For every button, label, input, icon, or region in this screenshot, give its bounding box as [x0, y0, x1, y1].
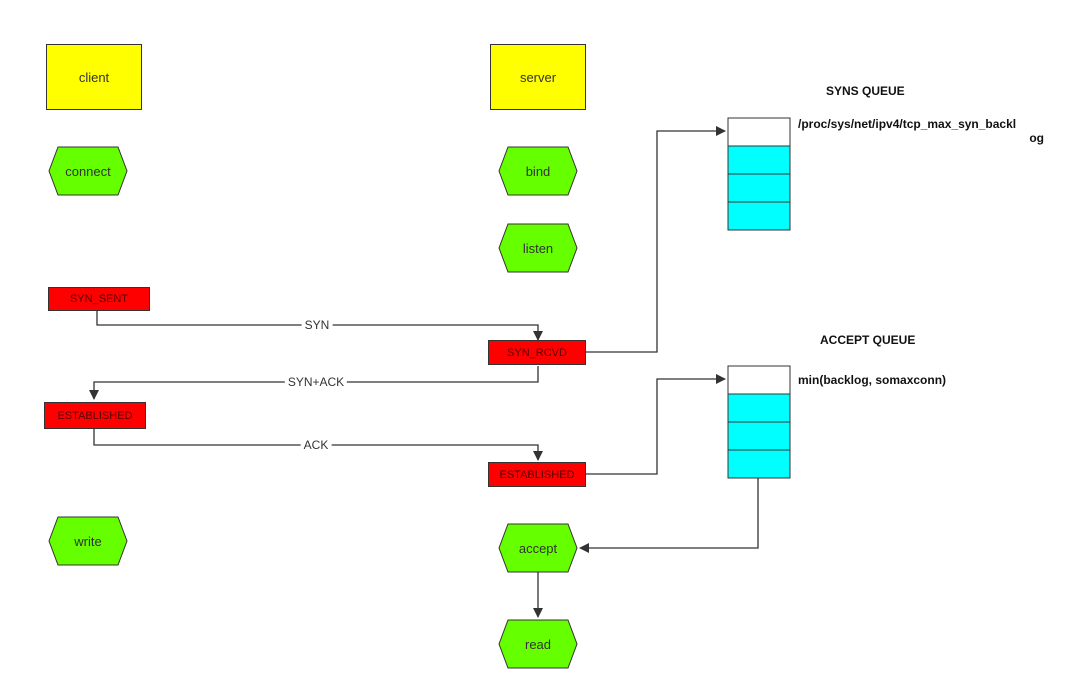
edge-label-syn-ack: SYN+ACK [284, 375, 348, 389]
syns-queue-slot-4-filled [727, 201, 791, 231]
syns-queue-title: SYNS QUEUE [826, 84, 905, 98]
established-to-accept-queue-arrow [586, 374, 726, 475]
connect-node: connect [48, 146, 128, 196]
accept-node: accept [498, 523, 578, 573]
listen-node: listen [498, 223, 578, 273]
edge-label-syn: SYN [301, 318, 333, 332]
syn-rcvd-state: SYN_RCVD [488, 340, 586, 365]
syn-sent-state: SYN_SENT [48, 287, 150, 311]
accept-queue [727, 365, 791, 479]
accept-queue-slot-4-filled [727, 449, 791, 479]
syns-queue-slot-2-filled [727, 145, 791, 175]
bind-label: bind [525, 163, 551, 179]
write-label: write [74, 533, 102, 549]
syn-rcvd-to-syns-queue-arrow [586, 126, 726, 353]
accept-queue-slot-2-filled [727, 393, 791, 423]
syns-queue-slot-1-empty [727, 117, 791, 147]
accept-label: accept [518, 540, 558, 556]
accept-queue-to-accept-arrow [579, 478, 759, 553]
read-label: read [524, 636, 552, 652]
accept-queue-slot-3-filled [727, 421, 791, 451]
edge-label-ack: ACK [300, 438, 332, 452]
bind-node: bind [498, 146, 578, 196]
listen-label: listen [522, 240, 554, 256]
syns-queue [727, 117, 791, 231]
established-client-state: ESTABLISHED [44, 402, 146, 429]
read-node: read [498, 619, 578, 669]
syns-queue-note-line1: /proc/sys/net/ipv4/tcp_max_syn_backl [798, 117, 1017, 131]
syns-queue-note: /proc/sys/net/ipv4/tcp_max_syn_backl og [798, 117, 1044, 145]
accept-queue-slot-1-empty [727, 365, 791, 395]
syns-queue-note-line2: og [1029, 131, 1044, 145]
accept-queue-note: min(backlog, somaxconn) [798, 373, 947, 387]
client-node: client [46, 44, 142, 110]
write-node: write [48, 516, 128, 566]
connect-label: connect [65, 163, 111, 179]
accept-queue-title: ACCEPT QUEUE [820, 333, 916, 347]
server-node: server [490, 44, 586, 110]
syns-queue-slot-3-filled [727, 173, 791, 203]
established-server-state: ESTABLISHED [488, 462, 586, 487]
